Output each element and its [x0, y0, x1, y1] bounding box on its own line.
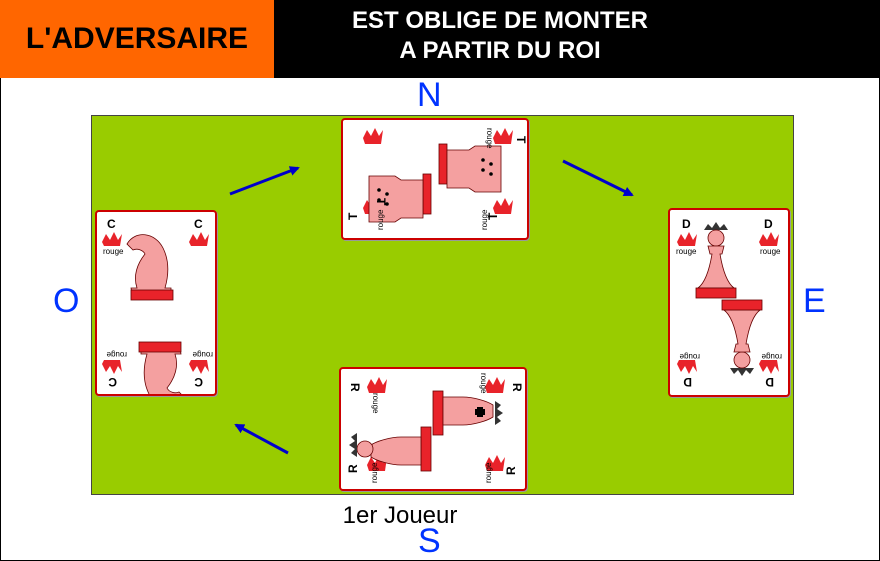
svg-text:rouge: rouge	[760, 247, 781, 256]
card-south-roi[interactable]: R R R R rouge rouge rouge rouge	[339, 367, 527, 491]
svg-text:C: C	[108, 375, 117, 389]
svg-text:C: C	[194, 217, 203, 231]
crown-icon	[189, 360, 209, 374]
crown-icon	[485, 377, 505, 393]
adversary-label: L'ADVERSAIRE	[25, 22, 249, 55]
crown-icon	[759, 360, 779, 374]
svg-text:D: D	[765, 375, 774, 389]
compass-north: N	[417, 76, 442, 114]
svg-text:rouge: rouge	[192, 350, 213, 359]
svg-text:rouge: rouge	[480, 209, 489, 230]
crown-icon	[759, 232, 779, 246]
svg-text:rouge: rouge	[761, 352, 782, 361]
knight-icon	[126, 234, 174, 301]
svg-text:D: D	[682, 217, 691, 231]
crown-icon	[102, 232, 122, 246]
queen-icon	[695, 222, 737, 299]
arrow-north-to-east	[562, 159, 634, 197]
svg-text:T: T	[514, 136, 527, 144]
crown-icon	[189, 232, 209, 246]
knight-icon	[138, 341, 182, 394]
svg-text:rouge: rouge	[370, 462, 379, 483]
crown-icon	[367, 455, 387, 471]
svg-text:rouge: rouge	[103, 247, 124, 256]
rook-icon	[438, 143, 502, 193]
svg-text:R: R	[346, 464, 360, 473]
svg-text:rouge: rouge	[479, 373, 488, 394]
first-player-label: 1er Joueur	[342, 502, 458, 529]
arrow-west-to-north	[229, 166, 300, 196]
crown-icon	[485, 455, 505, 471]
svg-text:T: T	[374, 198, 388, 206]
svg-text:R: R	[510, 383, 524, 392]
svg-text:T: T	[346, 212, 360, 220]
svg-text:rouge: rouge	[376, 209, 385, 230]
crown-icon	[493, 198, 513, 214]
svg-text:rouge: rouge	[485, 128, 494, 149]
crown-icon	[367, 377, 387, 393]
king-icon	[349, 426, 432, 472]
compass-east: E	[803, 282, 826, 320]
adversary-badge: L'ADVERSAIRE	[0, 0, 274, 78]
svg-text:C: C	[194, 375, 203, 389]
queen-icon	[721, 299, 763, 376]
header-bar: L'ADVERSAIRE EST OBLIGE DE MONTER A PART…	[0, 0, 880, 78]
crown-icon	[677, 232, 697, 246]
rook-icon	[368, 173, 432, 223]
rule-title-line1: EST OBLIGE DE MONTER	[351, 7, 648, 34]
crown-icon	[363, 128, 383, 144]
svg-text:D: D	[683, 375, 692, 389]
card-north-tour[interactable]: T T T T rouge rouge rouge	[341, 118, 529, 240]
card-east-dame[interactable]: D D D D rouge rouge rouge rouge	[668, 208, 790, 397]
rule-title: EST OBLIGE DE MONTER A PARTIR DU ROI	[290, 6, 710, 66]
compass-south: S	[418, 522, 441, 560]
crown-icon	[102, 360, 122, 374]
svg-text:C: C	[107, 217, 116, 231]
svg-text:rouge: rouge	[106, 350, 127, 359]
svg-text:rouge: rouge	[371, 393, 380, 414]
arrow-south-to-west	[234, 423, 289, 455]
svg-text:R: R	[504, 466, 518, 475]
king-icon	[432, 390, 503, 436]
card-west-cavalier[interactable]: C C C C rouge rouge rouge	[95, 210, 217, 396]
svg-text:rouge: rouge	[679, 352, 700, 361]
svg-text:rouge: rouge	[484, 462, 493, 483]
svg-text:R: R	[348, 383, 362, 392]
rule-title-line2: A PARTIR DU ROI	[399, 37, 601, 64]
compass-west: O	[53, 282, 80, 320]
crown-icon	[493, 128, 513, 144]
svg-text:D: D	[764, 217, 773, 231]
crown-icon	[677, 360, 697, 374]
svg-text:rouge: rouge	[676, 247, 697, 256]
svg-text:T: T	[486, 212, 500, 220]
